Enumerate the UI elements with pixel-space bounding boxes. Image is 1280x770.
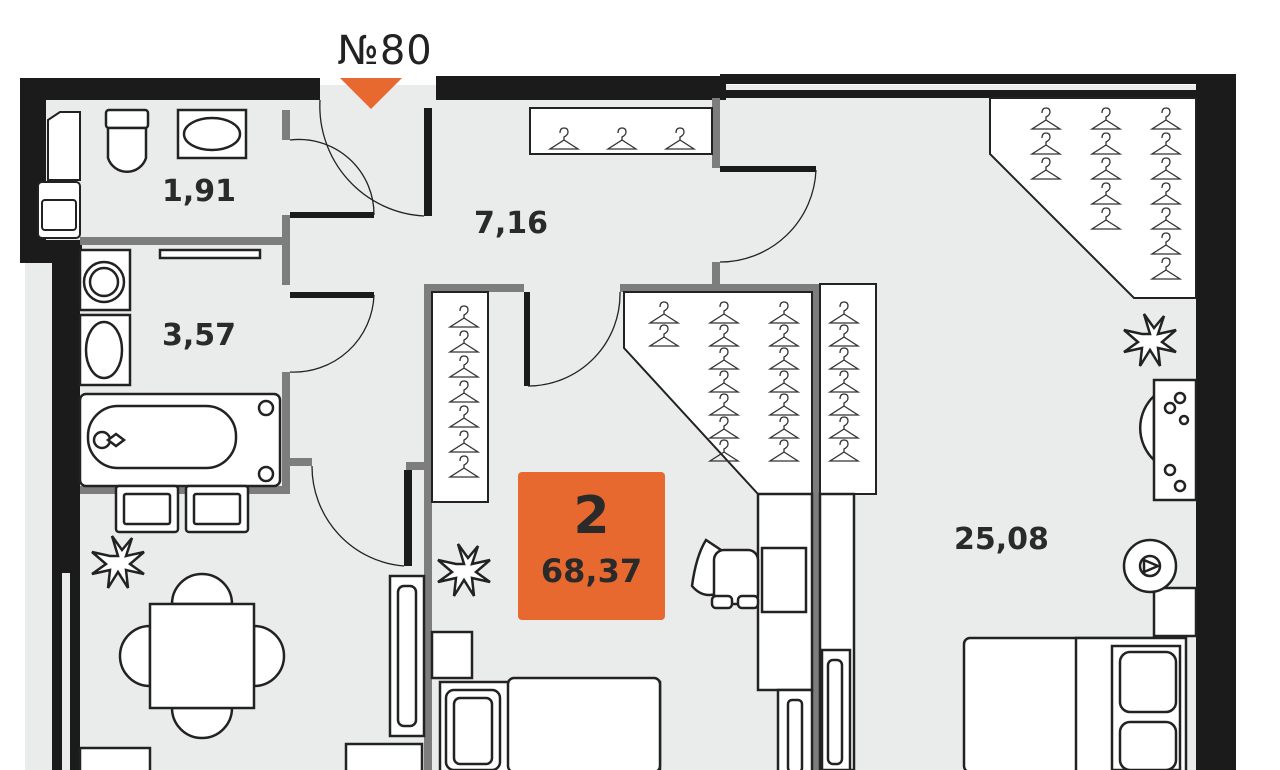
room-storage-unit xyxy=(388,574,474,738)
bedroom-wardrobe xyxy=(989,97,1197,299)
room-wardrobe-left xyxy=(431,291,489,503)
washing-machine-icon xyxy=(78,248,262,312)
toilet-icon xyxy=(104,108,150,173)
closet-drawers xyxy=(818,492,856,770)
room-count: 2 xyxy=(573,486,610,546)
shaft-icon xyxy=(37,111,81,239)
area-label-bedroom: 25,08 xyxy=(954,522,1049,557)
side-table-icon xyxy=(1122,538,1198,638)
walk-in-closet xyxy=(623,283,877,495)
bed-icon xyxy=(438,676,662,770)
vanity-icon xyxy=(1139,378,1198,502)
exterior-walls xyxy=(20,74,1236,770)
area-label-hall: 7,16 xyxy=(474,206,549,241)
apartment-summary-badge: 2 68,37 xyxy=(518,472,665,620)
bed-icon xyxy=(962,636,1188,770)
area-label-bathroom: 3,57 xyxy=(162,318,237,353)
apartment-number: №80 xyxy=(337,28,433,74)
desk-icon xyxy=(756,492,814,770)
doors xyxy=(289,99,817,567)
bathtub-icon xyxy=(78,392,282,488)
total-area: 68,37 xyxy=(540,552,643,590)
area-label-wc: 1,91 xyxy=(162,174,237,209)
bathroom-sink-icon xyxy=(78,313,132,387)
sink-icon xyxy=(176,108,248,160)
table-icon xyxy=(118,572,286,740)
chair-icon xyxy=(690,538,760,610)
hall-wardrobe xyxy=(529,107,713,155)
entrance-arrow-icon xyxy=(340,78,402,109)
kitchen-counter xyxy=(78,742,424,770)
storage-boxes xyxy=(114,484,250,534)
